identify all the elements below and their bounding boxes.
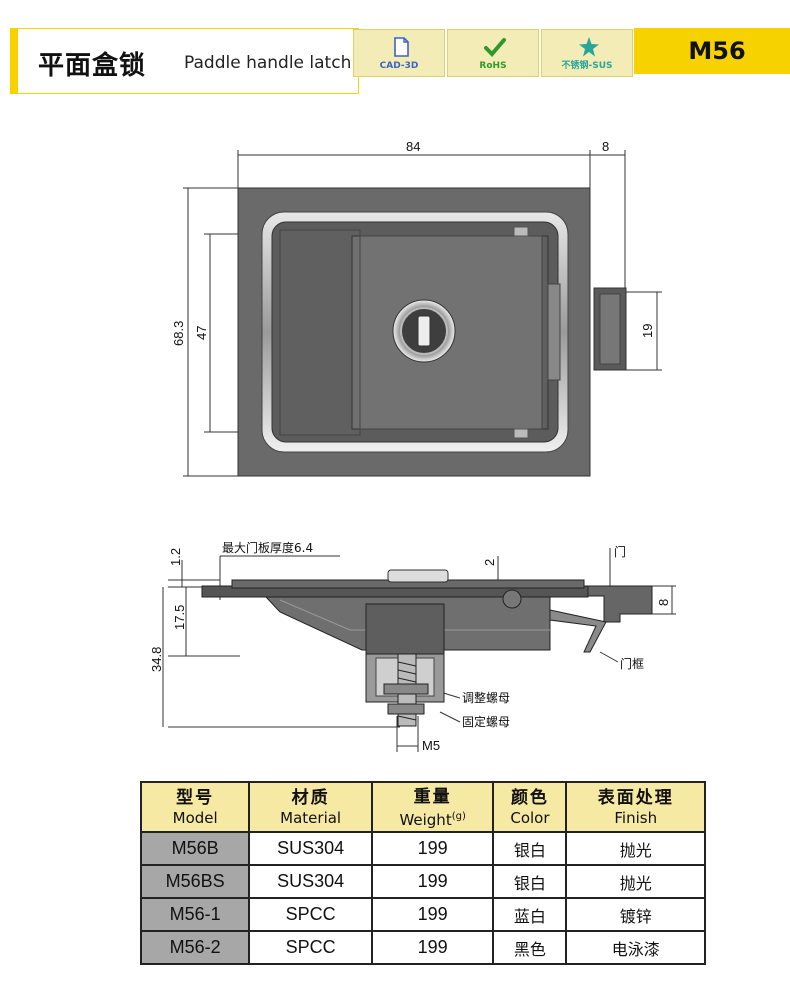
header-material: 材质 Material — [248, 781, 373, 833]
cell-finish: 抛光 — [565, 864, 706, 899]
thread-label: M5 — [422, 738, 440, 753]
cell-material: SUS304 — [248, 864, 373, 899]
cell-weight: 199 — [370, 864, 495, 899]
cell-model: M56B — [139, 831, 251, 866]
cell-material: SPCC — [248, 930, 373, 965]
badge-cad-3d[interactable]: CAD-3D — [353, 29, 445, 77]
cell-weight: 199 — [370, 897, 495, 932]
dim-width: 84 — [406, 139, 420, 154]
cell-model: M56BS — [139, 864, 251, 899]
cell-color: 黑色 — [492, 930, 568, 965]
header-finish: 表面处理 Finish — [565, 781, 706, 833]
badge-label: 不锈钢-SUS — [561, 61, 613, 71]
dim-inner: 47 — [194, 326, 209, 340]
badge-label: CAD-3D — [379, 61, 419, 71]
dim-gap: 2 — [482, 559, 497, 566]
spec-table: 型号 Model 材质 Material 重量 Weight(g) 颜色 Col… — [139, 781, 706, 965]
dim-frame: 8 — [656, 599, 671, 606]
door-label: 门 — [614, 544, 626, 559]
cell-weight: 199 — [370, 831, 495, 866]
badge-rohs[interactable]: RoHS — [447, 29, 539, 77]
dim-depth: 17.5 — [172, 605, 187, 630]
table-row: M56B SUS304 199 银白 抛光 — [139, 831, 706, 866]
cell-model: M56-2 — [139, 930, 251, 965]
table-row: M56-2 SPCC 199 黑色 电泳漆 — [139, 930, 706, 965]
top-view: 84 8 68.3 47 19 — [171, 139, 662, 477]
header-weight: 重量 Weight(g) — [370, 781, 495, 833]
frame-label: 门框 — [620, 656, 644, 671]
dim-total: 34.8 — [149, 647, 164, 672]
table-row: M56-1 SPCC 199 蓝白 镀锌 — [139, 897, 706, 932]
cell-finish: 抛光 — [565, 831, 706, 866]
checkmark-icon — [484, 38, 506, 57]
model-code: M56 — [634, 28, 790, 74]
cell-color: 蓝白 — [492, 897, 568, 932]
cell-weight: 199 — [370, 930, 495, 965]
max-door-note: 最大门板厚度6.4 — [222, 540, 313, 555]
header: 平面盒锁 Paddle handle latch CAD-3D RoHS 不锈钢… — [10, 28, 790, 94]
header-color: 颜色 Color — [492, 781, 568, 833]
title-box: 平面盒锁 Paddle handle latch — [18, 28, 359, 94]
dim-thickness: 1.2 — [168, 548, 183, 566]
cell-material: SUS304 — [248, 831, 373, 866]
side-view: 1.2 最大门板厚度6.4 2 门 8 17.5 34.8 门框 调整螺母 固定… — [149, 540, 676, 753]
header-model: 型号 Model — [139, 781, 251, 833]
badge-label: RoHS — [479, 61, 507, 71]
cell-finish: 镀锌 — [565, 897, 706, 932]
dim-tongue: 19 — [640, 324, 655, 338]
document-icon — [394, 37, 409, 57]
table-header-row: 型号 Model 材质 Material 重量 Weight(g) 颜色 Col… — [139, 781, 706, 833]
fixed-nut-label: 固定螺母 — [462, 714, 510, 729]
adjust-nut-label: 调整螺母 — [462, 690, 510, 705]
cell-material: SPCC — [248, 897, 373, 932]
cell-finish: 电泳漆 — [565, 930, 706, 965]
title-en: Paddle handle latch — [184, 53, 352, 73]
dim-side: 8 — [602, 139, 609, 154]
title-cn: 平面盒锁 — [38, 51, 147, 81]
cell-color: 银白 — [492, 864, 568, 899]
table-row: M56BS SUS304 199 银白 抛光 — [139, 864, 706, 899]
star-icon — [579, 37, 599, 57]
header-accent-bar — [10, 28, 18, 94]
dim-height: 68.3 — [171, 321, 186, 346]
cell-color: 银白 — [492, 831, 568, 866]
badge-sus[interactable]: 不锈钢-SUS — [541, 29, 633, 77]
cell-model: M56-1 — [139, 897, 251, 932]
